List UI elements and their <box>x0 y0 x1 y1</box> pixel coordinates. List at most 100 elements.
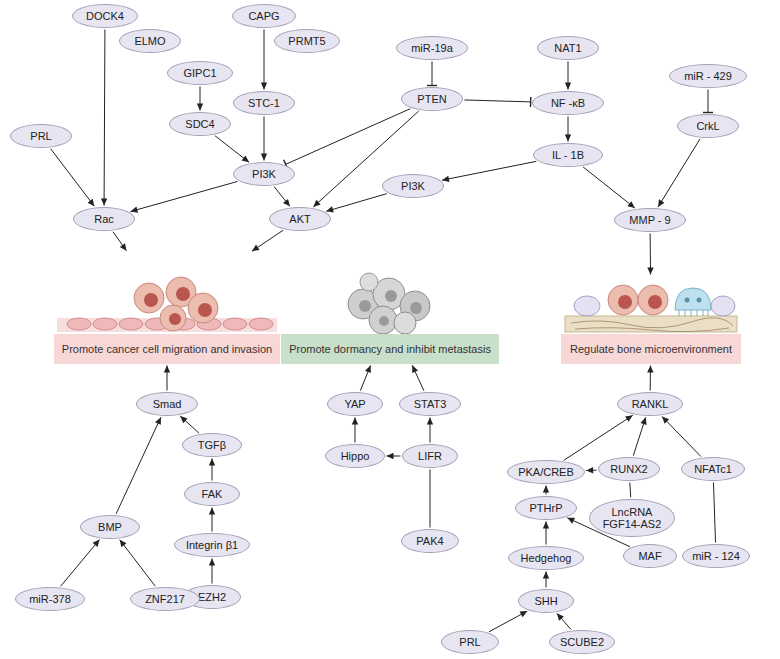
node-label: CAPG <box>248 10 279 22</box>
arrowhead <box>261 154 267 161</box>
arrowhead <box>101 198 107 205</box>
connector <box>442 161 536 182</box>
arrowhead <box>180 416 187 423</box>
connector-line <box>215 136 249 163</box>
connector <box>215 136 249 163</box>
arrowhead <box>567 518 575 524</box>
connector-line <box>633 417 645 455</box>
arrowhead <box>442 176 449 182</box>
connector <box>557 613 571 629</box>
connector <box>326 194 387 213</box>
node-label: SDC4 <box>185 118 214 130</box>
signal-node: PTHrP <box>515 496 577 520</box>
connector <box>564 415 633 460</box>
node-label: NFATc1 <box>694 463 732 475</box>
connector <box>261 117 267 161</box>
arrowhead <box>326 206 334 212</box>
arrowhead <box>557 613 564 620</box>
outcome-label: Promote dormancy and inhibit metastasis <box>289 343 491 355</box>
arrowhead <box>625 415 633 422</box>
connector <box>543 572 549 588</box>
connector-line <box>489 611 527 632</box>
connector <box>387 453 401 459</box>
node-label: CrkL <box>696 120 719 132</box>
connector <box>427 418 433 443</box>
signal-node: miR - 429 <box>669 64 747 88</box>
signal-node: NAT1 <box>537 36 599 60</box>
connector-line <box>116 417 161 514</box>
arrowhead <box>543 522 549 529</box>
connector-line <box>274 187 290 207</box>
connector-line <box>113 232 126 251</box>
node-label: PTEN <box>417 93 446 105</box>
arrowhead <box>120 243 127 251</box>
signal-node: PAK4 <box>401 529 459 553</box>
signal-node: PI3K <box>382 174 444 198</box>
signal-node: STAT3 <box>399 392 461 416</box>
signal-node: PRL <box>441 630 499 654</box>
signal-node: YAP <box>327 392 383 416</box>
signal-node: SDC4 <box>169 112 231 136</box>
cell-illustration <box>285 270 495 334</box>
signal-node: PTEN <box>401 87 463 111</box>
connector-line <box>412 365 424 390</box>
signal-node: LncRNA FGF14-AS2 <box>589 499 675 537</box>
arrowhead <box>627 201 634 208</box>
connector <box>662 416 701 456</box>
arrowhead <box>586 467 593 473</box>
connector-line <box>104 29 106 205</box>
arrowhead <box>352 418 358 425</box>
connector <box>565 62 571 90</box>
arrowhead <box>197 104 203 111</box>
connector <box>489 611 527 632</box>
arrowhead <box>164 366 170 373</box>
connector-line <box>430 470 431 528</box>
arrowhead <box>209 559 215 566</box>
node-label: RANKL <box>632 398 669 410</box>
node-label: MMP - 9 <box>629 214 670 226</box>
node-label: LIFR <box>418 450 442 462</box>
connector <box>412 365 424 390</box>
signal-node: IL - 1B <box>533 143 603 167</box>
signal-node: CAPG <box>232 4 296 28</box>
node-label: YAP <box>344 398 365 410</box>
arrowhead <box>565 135 571 142</box>
node-label: DOCK4 <box>86 10 124 22</box>
signal-node: NF -κB <box>532 91 604 115</box>
inhibition-bar <box>427 85 437 86</box>
connector <box>430 470 431 528</box>
signal-node: DOCK4 <box>72 4 138 28</box>
connector <box>116 417 161 514</box>
connector-line <box>131 181 238 211</box>
arrowhead <box>283 199 290 206</box>
connector <box>543 522 549 545</box>
outcome-box: Promote dormancy and inhibit metastasis <box>281 334 499 364</box>
node-label: PRL <box>30 130 51 142</box>
signal-node: Rac <box>73 207 135 231</box>
arrowhead <box>543 572 549 579</box>
connector-line <box>583 167 635 208</box>
node-label: NF -κB <box>551 97 585 109</box>
signal-node: Integrin β1 <box>174 533 250 557</box>
connector <box>197 87 203 111</box>
arrowhead <box>313 200 320 207</box>
node-label: miR-19a <box>411 42 453 54</box>
signal-node: STC-1 <box>233 91 295 115</box>
signal-node: Hippo <box>325 444 385 468</box>
node-label: miR-378 <box>29 593 71 605</box>
arrowhead <box>520 611 528 617</box>
signal-node: miR-19a <box>396 36 468 60</box>
connector-line <box>326 194 387 212</box>
signal-node: PI3K <box>233 162 295 186</box>
connector-line <box>286 109 411 165</box>
arrowhead <box>647 365 653 372</box>
connector <box>113 232 126 251</box>
node-label: miR - 124 <box>692 550 740 562</box>
connector-line <box>564 415 633 460</box>
node-label: RUNX2 <box>610 463 647 475</box>
node-label: ZNF217 <box>145 593 185 605</box>
connector <box>633 417 646 455</box>
node-label: MAF <box>638 550 661 562</box>
connector <box>360 365 371 390</box>
connector <box>586 467 596 473</box>
